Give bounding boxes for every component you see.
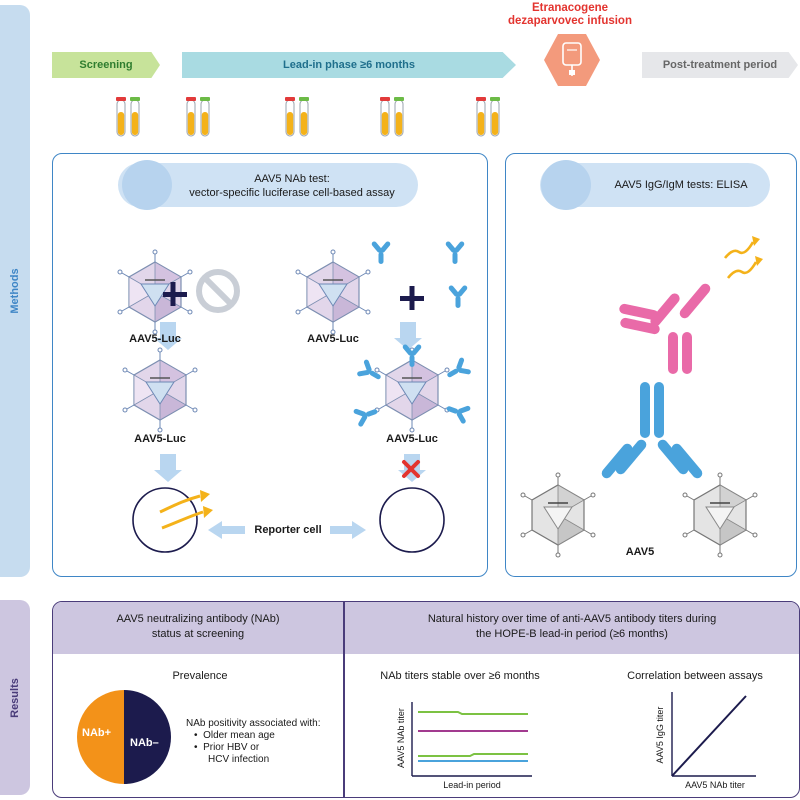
light-signal-icon	[159, 490, 213, 530]
association-item-1-text: Older mean age	[203, 730, 275, 741]
association-item-2: • Prior HBV or	[194, 742, 260, 753]
aav5-capsid-label: AAV5	[625, 546, 655, 558]
screening-phase: Screening	[52, 52, 160, 78]
aav5-luc-label-mid-right: AAV5-Luc	[386, 433, 438, 445]
sample-tube-green-cap	[490, 97, 500, 137]
results-sidebar: Results	[0, 600, 30, 795]
nab-title-line1: AAV5 NAb test:	[254, 173, 330, 185]
aav5-luc-label-top-right: AAV5-Luc	[307, 333, 359, 345]
nab-tube-circle	[122, 160, 172, 210]
infusion-title: Etranacogene dezaparvovec infusion	[470, 2, 670, 28]
aav5-luc-label-top-left: AAV5-Luc	[129, 333, 181, 345]
blocked-x-icon	[402, 460, 420, 478]
elisa-title: AAV5 IgG/IgM tests: ELISA	[614, 179, 748, 191]
corr-x-label: AAV5 NAb titer	[685, 780, 745, 790]
reporter-cell-right	[379, 487, 445, 553]
association-item-2-text: Prior HBV or	[203, 742, 260, 753]
results-left-header-line1: AAV5 neutralizing antibody (NAb)	[116, 613, 280, 625]
post-treatment-label: Post-treatment period	[662, 59, 778, 71]
corr-chart-title: Correlation between assays	[627, 670, 763, 682]
results-right-header: Natural history over time of anti-AAV5 a…	[350, 612, 794, 642]
lead-in-label: Lead-in phase ≥6 months	[283, 59, 415, 71]
results-left-header: AAV5 neutralizing antibody (NAb) status …	[60, 612, 336, 642]
pie-slice-nab-neg	[124, 690, 171, 784]
association-item-1: • Older mean age	[194, 730, 275, 741]
sample-tube-green-cap	[299, 97, 309, 137]
screening-label: Screening	[79, 59, 133, 71]
sample-tube-red-cap	[380, 97, 390, 137]
nab-title-line2: vector-specific luciferase cell-based as…	[189, 187, 395, 199]
prevalence-title: Prevalence	[172, 670, 228, 682]
reporter-cell-label: Reporter cell	[254, 524, 322, 536]
infusion-title-line2: dezaparvovec infusion	[508, 15, 632, 27]
sample-tube-green-cap	[394, 97, 404, 137]
no-antibody-icon	[196, 269, 240, 313]
sample-tube-red-cap	[476, 97, 486, 137]
plus-icon	[400, 286, 424, 310]
sample-tube-green-cap	[130, 97, 140, 137]
results-left-header-line2: status at screening	[151, 628, 245, 640]
aav5-luc-label-mid-left: AAV5-Luc	[134, 433, 186, 445]
plus-icon	[163, 282, 187, 306]
association-block: NAb positivity associated with: • Older …	[186, 718, 336, 766]
stable-line-green-bottom	[418, 753, 528, 757]
igg-antibody-pink	[619, 283, 711, 374]
sample-tube-red-cap	[186, 97, 196, 137]
association-item-3: HCV infection	[208, 754, 270, 765]
signal-arrows-icon	[723, 236, 763, 279]
results-right-header-line2: the HOPE-B lead-in period (≥6 months)	[476, 628, 668, 640]
sample-tube-red-cap	[116, 97, 126, 137]
nab-title: AAV5 NAb test: vector-specific luciferas…	[172, 172, 412, 200]
results-header-left-bg	[53, 602, 343, 654]
pie-nab-neg-label: NAb–	[130, 737, 159, 749]
corr-trend-line	[671, 695, 747, 777]
lead-in-phase: Lead-in phase ≥6 months	[182, 52, 516, 78]
pie-slice-nab-pos	[77, 690, 124, 784]
results-right-header-line1: Natural history over time of anti-AAV5 a…	[427, 613, 717, 625]
sample-tube-red-cap	[285, 97, 295, 137]
post-treatment-phase: Post-treatment period	[642, 52, 798, 78]
association-title: NAb positivity associated with:	[186, 718, 321, 729]
stable-chart-title: NAb titers stable over ≥6 months	[380, 670, 540, 682]
capture-antibody-blue	[601, 382, 703, 479]
elisa-tube-circle	[541, 160, 591, 210]
stable-y-label: AAV5 NAb titer	[396, 708, 406, 768]
sample-tube-green-cap	[200, 97, 210, 137]
stable-line-green-top	[418, 711, 528, 715]
reporter-cell-arrows	[208, 521, 366, 539]
methods-sidebar: Methods	[0, 5, 30, 577]
infusion-title-line1: Etranacogene	[531, 2, 609, 14]
results-header-right-bg	[344, 602, 799, 654]
stable-x-label: Lead-in period	[443, 780, 501, 790]
pie-nab-pos-label: NAb+	[82, 727, 112, 739]
results-divider	[343, 602, 345, 797]
corr-y-label: AAV5 IgG titer	[655, 706, 665, 764]
